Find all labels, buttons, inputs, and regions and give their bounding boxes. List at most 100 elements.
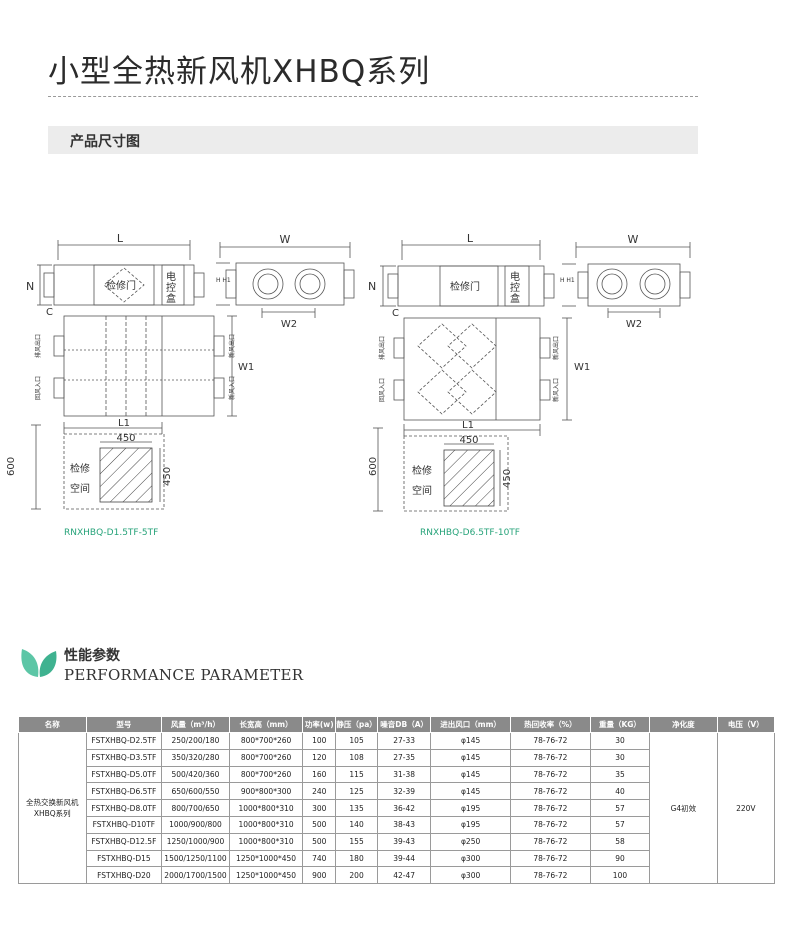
cell-airflow: 1250/1000/900: [161, 832, 230, 851]
cell-duct: φ195: [430, 815, 512, 834]
dim-L-left: L: [117, 232, 124, 245]
cell-noise: 31-38: [377, 765, 432, 784]
cell-power: 100: [302, 732, 337, 750]
cell-weight: 57: [589, 799, 651, 817]
leaf-logo-icon: [21, 649, 57, 677]
cell-noise: 27-35: [377, 748, 432, 767]
cell-recovery: 78-76-72: [510, 799, 591, 817]
performance-title-cn: 性能参数: [64, 648, 120, 664]
port-fresh-in-right: 新风入口: [552, 378, 560, 402]
cell-duct: φ145: [430, 748, 512, 767]
cell-model: FSTXHBQ-D15: [85, 849, 163, 868]
access-door-label-left: 检修门: [106, 279, 136, 292]
cell-recovery: 78-76-72: [510, 732, 591, 750]
port-exhaust-out-right: 排风出口: [378, 336, 386, 360]
drawing-right: [373, 240, 691, 512]
dim-W-left: W: [280, 233, 291, 246]
cell-weight: 30: [589, 732, 651, 750]
cell-pressure: 108: [335, 748, 379, 767]
cell-pressure: 155: [335, 832, 379, 851]
cell-noise: 32-39: [377, 782, 432, 801]
cell-duct: φ250: [430, 832, 512, 851]
cell-recovery: 78-76-72: [510, 866, 591, 885]
header-voltage: 电压（V）: [716, 716, 776, 733]
port-fresh-in-left: 新风入口: [228, 376, 236, 400]
cell-power: 240: [302, 782, 337, 801]
cell-power: 160: [302, 765, 337, 784]
dim-450-horizontal-right: 450: [459, 435, 478, 446]
dim-L-right: L: [467, 232, 474, 245]
cell-noise: 27-33: [377, 732, 432, 750]
cell-airflow: 500/420/360: [161, 765, 230, 784]
cell-model: FSTXHBQ-D20: [85, 866, 163, 885]
header-filter: 净化度: [649, 716, 718, 733]
dim-H-left: H H1: [216, 277, 231, 284]
dim-600-left: 600: [6, 457, 17, 476]
dim-W1-right: W1: [574, 362, 590, 373]
cell-pressure: 180: [335, 849, 379, 868]
series-name-line2: XHBQ系列: [33, 809, 71, 819]
voltage-cell: 220V: [716, 731, 776, 885]
dim-C-right: C: [392, 308, 399, 319]
dim-H-right: H H1: [560, 277, 575, 284]
drawing-left: [31, 240, 355, 510]
dim-450-vertical-right: 450: [502, 469, 513, 488]
dimension-section-title: 产品尺寸图: [70, 134, 140, 150]
dim-C-left: C: [46, 307, 53, 318]
cell-power: 300: [302, 799, 337, 817]
cell-duct: φ300: [430, 849, 512, 868]
header-noise: 噪音DB（A）: [377, 716, 432, 733]
dim-450-vertical-left: 450: [162, 467, 173, 486]
control-box-label-left-1: 电: [166, 270, 176, 283]
title-divider: [48, 96, 698, 97]
control-box-label-right-1: 电: [510, 270, 520, 283]
cell-duct: φ195: [430, 799, 512, 817]
header-airflow: 风量（m³/h）: [161, 716, 230, 733]
service-space-right-1: 检修: [412, 464, 432, 477]
cell-pressure: 140: [335, 815, 379, 834]
cell-dimensions: 1000*800*310: [228, 815, 304, 834]
cell-airflow: 1000/900/800: [161, 815, 230, 834]
dim-N-right: N: [368, 280, 376, 293]
cell-airflow: 250/200/180: [161, 732, 230, 750]
cell-recovery: 78-76-72: [510, 748, 591, 767]
table-row: FSTXHBQ-D8.0TF 800/700/650 1000*800*310 …: [19, 799, 775, 817]
cell-airflow: 350/320/280: [161, 748, 230, 767]
series-name-cell: 全热交换新风机 XHBQ系列: [18, 731, 87, 885]
cell-dimensions: 800*700*260: [228, 732, 304, 750]
service-space-left-2: 空间: [70, 482, 90, 495]
cell-weight: 90: [589, 849, 651, 868]
cell-airflow: 1500/1250/1100: [161, 849, 230, 868]
control-box-label-left-3: 盒: [166, 292, 176, 305]
cell-model: FSTXHBQ-D3.5TF: [85, 748, 163, 767]
dim-W2-left: W2: [281, 319, 297, 330]
cell-model: FSTXHBQ-D5.0TF: [85, 765, 163, 784]
performance-title-en: PERFORMANCE PARAMETER: [64, 666, 304, 684]
port-return-in-left: 回风入口: [35, 376, 42, 400]
cell-dimensions: 1250*1000*450: [228, 866, 304, 885]
cell-dimensions: 900*800*300: [228, 782, 304, 801]
cell-recovery: 78-76-72: [510, 782, 591, 801]
table-row: 全热交换新风机 XHBQ系列 FSTXHBQ-D2.5TF 250/200/18…: [18, 731, 776, 885]
unit-side-view-left: [235, 262, 345, 306]
cell-recovery: 78-76-72: [510, 832, 591, 851]
filter-cell: G4初效: [649, 731, 718, 885]
header-heat-recovery: 热回收率（%）: [510, 716, 591, 733]
performance-table: 名称 型号 风量（m³/h） 长宽高（mm） 功率(w) 静压（pa） 噪音DB…: [18, 716, 776, 885]
dim-W2-right: W2: [626, 319, 642, 330]
cell-pressure: 105: [335, 732, 379, 750]
cell-weight: 40: [589, 782, 651, 801]
dim-W1-left: W1: [238, 362, 254, 373]
cell-weight: 57: [589, 815, 651, 834]
cell-noise: 38-43: [377, 815, 432, 834]
header-model: 型号: [85, 716, 163, 733]
cell-pressure: 115: [335, 765, 379, 784]
cell-duct: φ145: [430, 782, 512, 801]
dim-L1-left: L1: [118, 418, 130, 429]
series-name-line1: 全热交换新风机: [26, 798, 79, 808]
control-box-label-right-3: 盒: [510, 292, 520, 305]
cell-duct: φ300: [430, 866, 512, 885]
cell-duct: φ145: [430, 732, 512, 750]
cell-pressure: 135: [335, 799, 379, 817]
dim-450-horizontal-left: 450: [116, 433, 135, 444]
